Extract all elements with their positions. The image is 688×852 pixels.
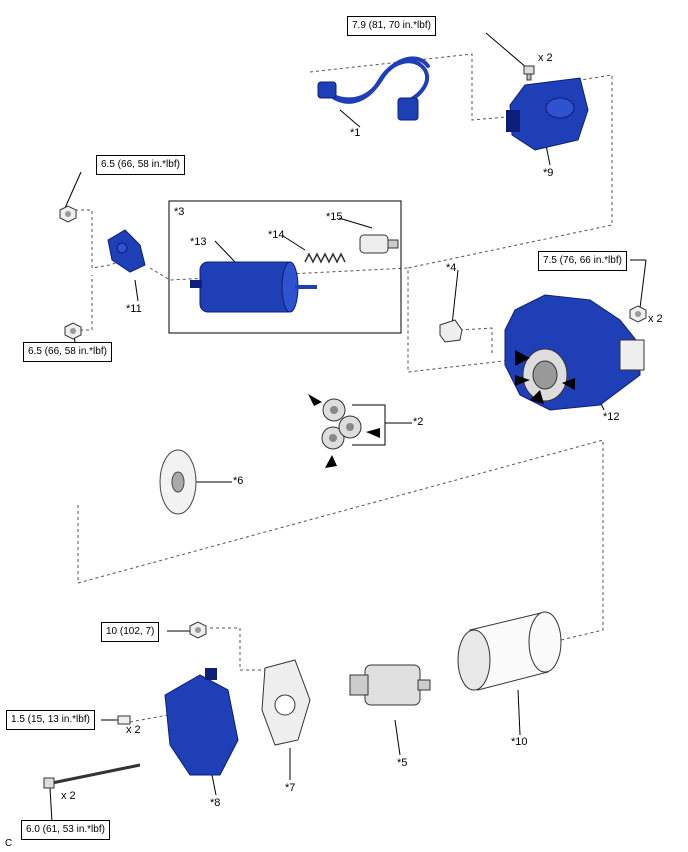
torque-spec-nut-upper: 6.5 (66, 58 in.*lbf) bbox=[96, 155, 185, 175]
label-part-3: *3 bbox=[174, 206, 185, 218]
part-4 bbox=[439, 319, 463, 343]
harness-connector-b bbox=[397, 97, 419, 121]
label-part-6: *6 bbox=[233, 475, 244, 487]
label-part-11: *11 bbox=[126, 303, 142, 315]
label-part-1: *1 bbox=[350, 127, 361, 139]
qty-through-bolt: x 2 bbox=[61, 790, 76, 802]
spring-14 bbox=[304, 252, 346, 264]
screw-8 bbox=[117, 715, 131, 725]
solenoid-cover bbox=[506, 77, 589, 151]
motor-13 bbox=[190, 261, 317, 313]
brush-holder-7 bbox=[261, 659, 311, 746]
torque-spec-nut-lower: 6.5 (66, 58 in.*lbf) bbox=[23, 342, 112, 362]
label-part-8: *8 bbox=[210, 797, 221, 809]
torque-spec-nut-12: 7.5 (76, 66 in.*lbf) bbox=[538, 251, 627, 271]
armature-5 bbox=[349, 664, 431, 706]
nut-11-upper bbox=[59, 205, 77, 223]
label-part-14: *14 bbox=[268, 229, 285, 241]
label-part-5: *5 bbox=[397, 757, 408, 769]
label-part-7: *7 bbox=[285, 782, 296, 794]
qty-bolt-9: x 2 bbox=[538, 52, 553, 64]
end-frame-8 bbox=[164, 668, 239, 776]
yoke-10 bbox=[457, 611, 562, 691]
torque-spec-through-bolt: 6.0 (61, 53 in.*lbf) bbox=[21, 820, 110, 840]
label-part-12: *12 bbox=[603, 411, 620, 423]
torque-spec-bolt-9: 7.9 (81, 70 in.*lbf) bbox=[347, 16, 436, 36]
assembly-lines bbox=[75, 53, 633, 723]
torque-spec-nut-7: 10 (102, 7) bbox=[101, 622, 160, 642]
bracket-11 bbox=[107, 229, 146, 273]
label-part-10: *10 bbox=[511, 736, 528, 748]
housing-12 bbox=[504, 294, 645, 411]
qty-nut-12: x 2 bbox=[648, 313, 663, 325]
bolt-9 bbox=[523, 65, 535, 81]
nut-12 bbox=[629, 305, 647, 323]
qty-screw-8: x 2 bbox=[126, 724, 141, 736]
kit-box bbox=[168, 200, 402, 334]
washer-6 bbox=[159, 449, 197, 515]
nut-11-lower bbox=[64, 322, 82, 340]
planetary-gears-2 bbox=[308, 394, 380, 468]
label-part-9: *9 bbox=[543, 167, 554, 179]
nut-7 bbox=[189, 621, 207, 639]
wire-harness bbox=[328, 56, 430, 104]
through-bolt bbox=[43, 763, 141, 789]
label-part-2: *2 bbox=[413, 416, 424, 428]
torque-spec-screw-8: 1.5 (15, 13 in.*lbf) bbox=[6, 710, 95, 730]
harness-connector-a bbox=[317, 81, 337, 99]
plunger-15 bbox=[359, 234, 399, 254]
corner-mark: C bbox=[5, 838, 13, 849]
label-part-4: *4 bbox=[446, 262, 457, 274]
label-part-13: *13 bbox=[190, 236, 207, 248]
label-part-15: *15 bbox=[326, 211, 343, 223]
